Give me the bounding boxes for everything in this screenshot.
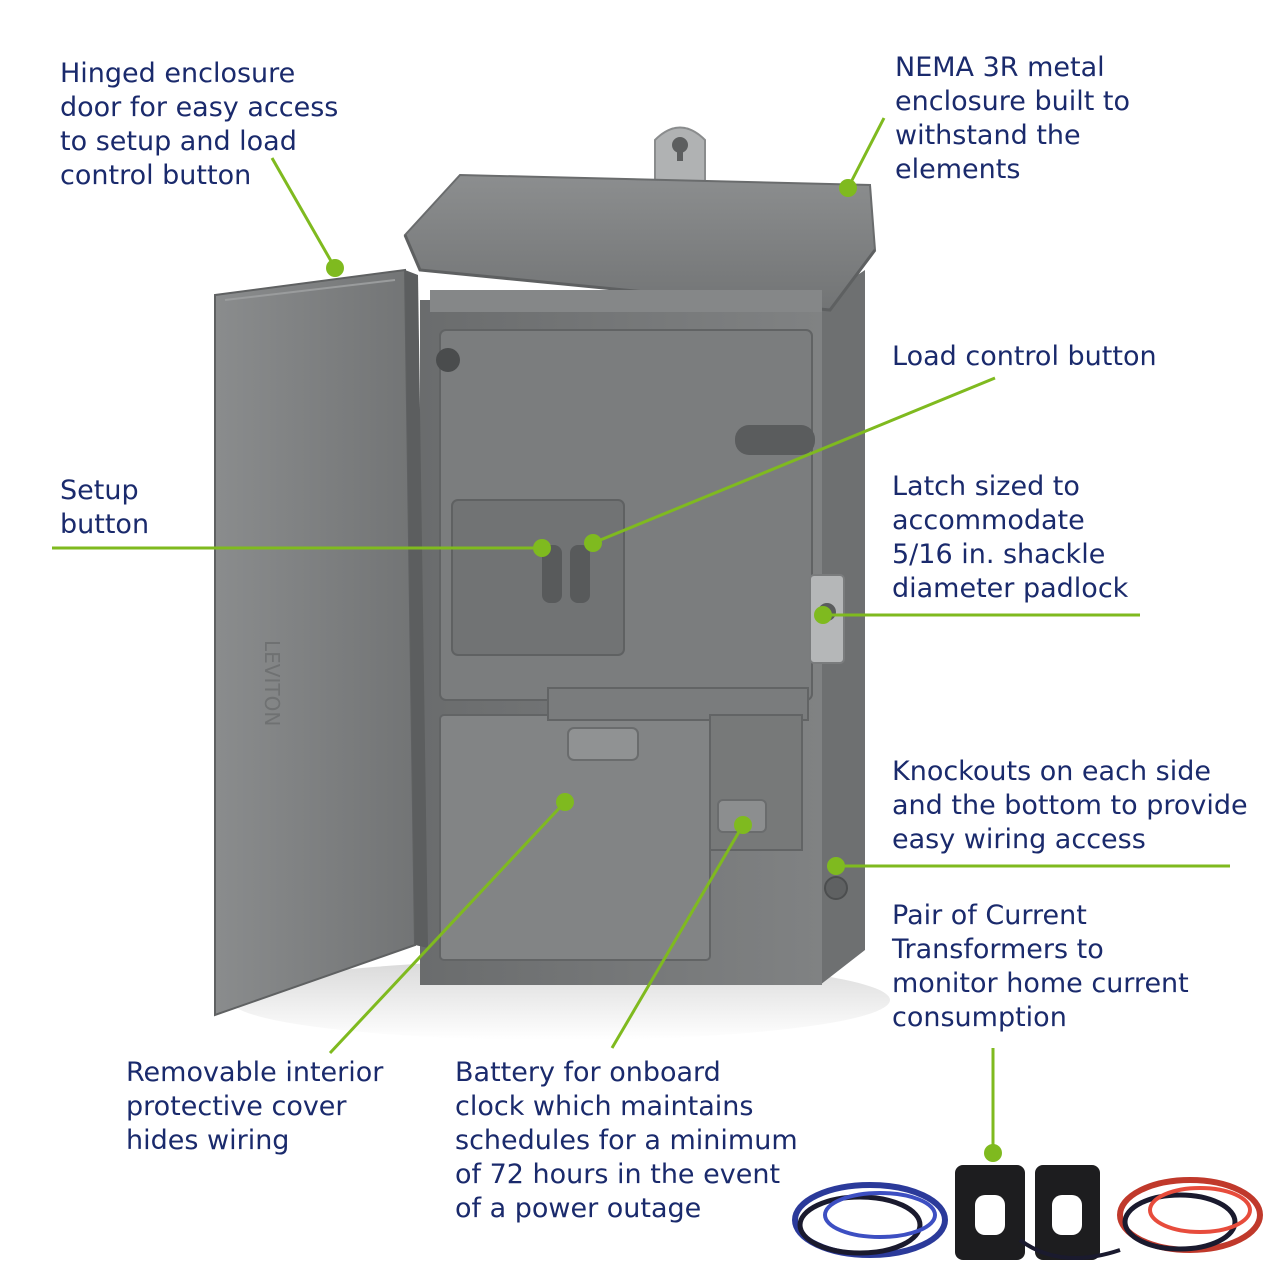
callout-latch: Latch sized to accommodate 5/16 in. shac… <box>892 471 1129 604</box>
current-transformer-right <box>1035 1165 1100 1260</box>
brand-mark: LEVITON <box>260 640 284 726</box>
interior-upper-panel <box>436 329 815 701</box>
callout-setup-button: Setup button <box>60 475 150 540</box>
knockout <box>824 876 848 900</box>
mounting-tab <box>654 126 706 191</box>
current-transformer-left <box>955 1165 1025 1260</box>
callout-nema-enclosure: NEMA 3R metal enclosure built to withsta… <box>895 52 1130 185</box>
enclosure-roof <box>403 173 877 312</box>
callout-knockouts: Knockouts on each side and the bottom to… <box>892 756 1248 855</box>
callout-hinged-door: Hinged enclosure door for easy access to… <box>60 58 339 191</box>
callout-current-transformers: Pair of Current Transformers to monitor … <box>892 900 1189 1033</box>
leader-hinged-door <box>270 157 344 277</box>
leader-load-control <box>584 376 996 552</box>
callout-interior-cover: Removable interior protective cover hide… <box>126 1057 384 1156</box>
leader-setup <box>52 539 551 557</box>
red-wire-coil <box>1117 1177 1263 1253</box>
callout-load-control-button: Load control button <box>892 341 1157 372</box>
leader-lines <box>52 117 1230 1162</box>
interior-protective-cover <box>439 687 809 961</box>
callout-battery: Battery for onboard clock which maintain… <box>455 1057 798 1224</box>
leader-nema <box>839 117 886 197</box>
leader-battery <box>610 816 752 1049</box>
blue-wire-coil <box>792 1182 948 1258</box>
leader-current-transformers <box>984 1048 1002 1162</box>
leader-knockouts <box>827 857 1230 875</box>
leader-interior-cover <box>328 793 574 1055</box>
leader-latch <box>814 606 1140 624</box>
current-transformer-kit <box>792 1165 1263 1260</box>
hinged-door: LEVITON <box>214 268 428 1017</box>
